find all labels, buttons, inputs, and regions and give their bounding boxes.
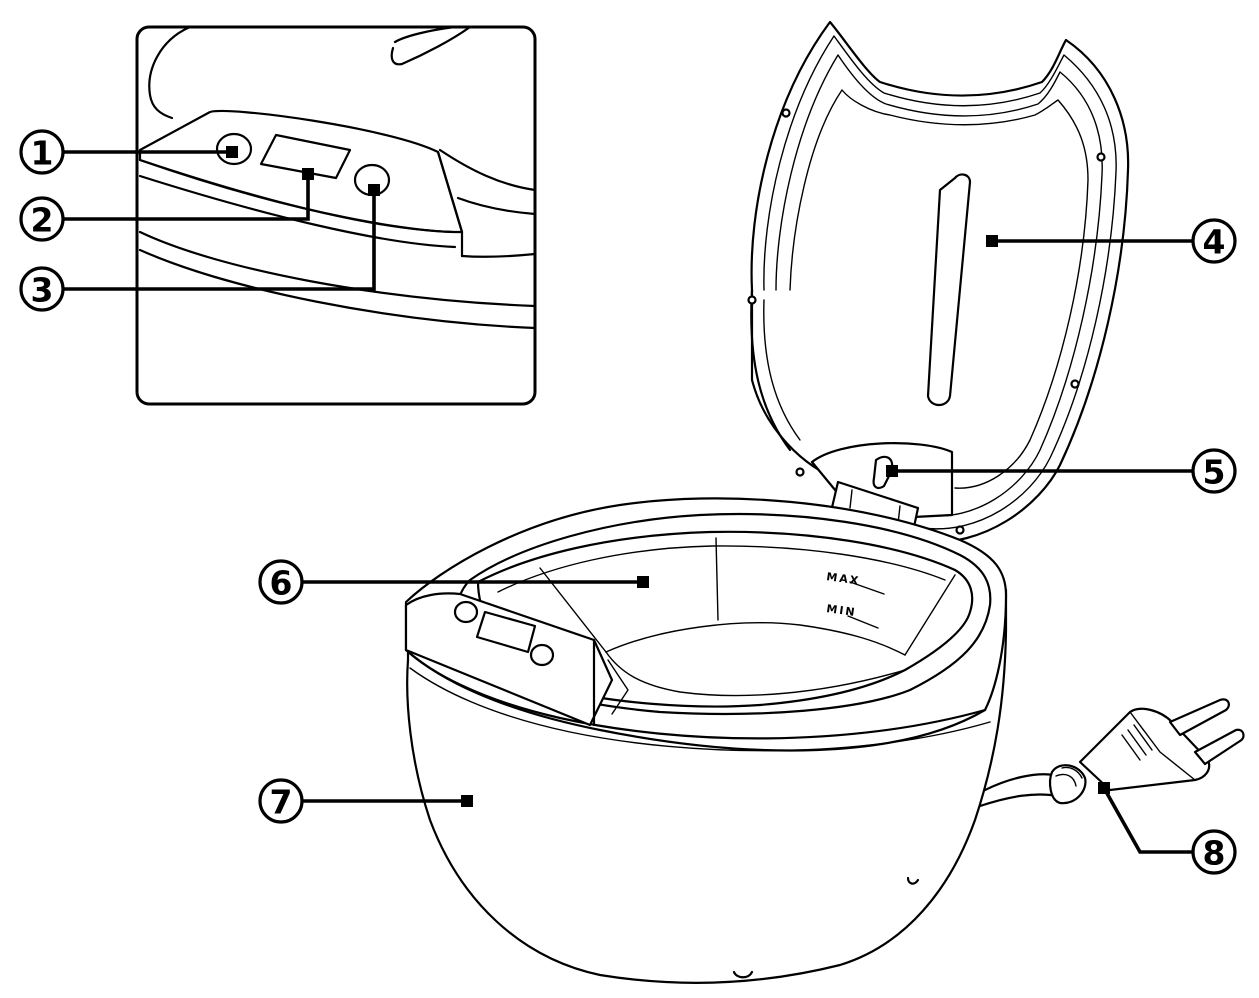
callout-7-label: 7: [270, 783, 293, 822]
body-power-button: [453, 600, 479, 624]
callout-2-label: 2: [31, 201, 54, 240]
plug-prong-top: [1168, 698, 1230, 737]
callout-3: 3: [19, 266, 65, 312]
callout-8: 8: [1191, 829, 1237, 875]
power-cord: [978, 698, 1245, 808]
callout-4: 4: [1191, 218, 1237, 264]
lid: [747, 20, 1130, 548]
lid-handle-slot: [926, 173, 972, 407]
inset-frame: [135, 25, 537, 406]
callout-3-label: 3: [31, 271, 54, 310]
min-marking: MIN: [826, 602, 858, 619]
callout-4-label: 4: [1203, 223, 1226, 262]
callout-1: 1: [19, 129, 65, 175]
callout-2: 2: [19, 196, 65, 242]
callout-5-label: 5: [1203, 453, 1226, 492]
leader-lines: [62, 146, 1195, 854]
callout-1-label: 1: [31, 134, 54, 173]
control-panel-inset: [135, 25, 537, 406]
callout-6-label: 6: [270, 564, 293, 603]
body-timer-button: [529, 643, 555, 667]
callout-6: 6: [258, 559, 304, 605]
body-display-screen: [475, 610, 537, 654]
main-unit: MAX MIN: [404, 497, 1008, 984]
callout-7: 7: [258, 778, 304, 824]
callout-5: 5: [1191, 448, 1237, 494]
callout-8-label: 8: [1203, 834, 1226, 873]
plug-prong-bottom: [1193, 728, 1245, 766]
inset-display-screen: [259, 133, 352, 180]
body-control-panel: [404, 592, 614, 727]
